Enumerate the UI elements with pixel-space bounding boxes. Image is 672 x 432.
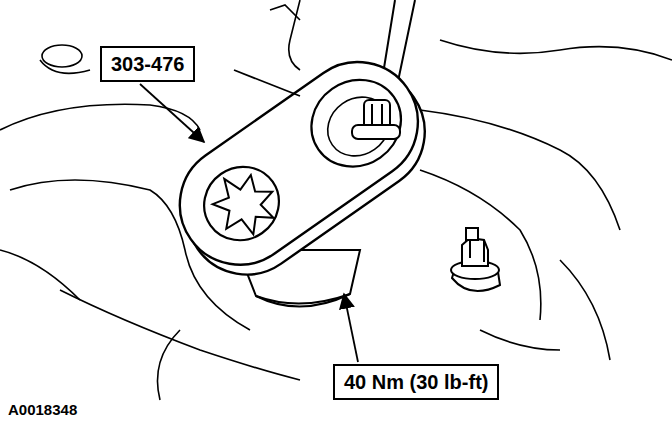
figure-number: A0018348 (6, 400, 79, 421)
sensor-connector (352, 100, 400, 139)
bolt (451, 228, 500, 291)
torque-spec: 40 Nm (30 lb-ft) (333, 364, 499, 400)
tool-plate (156, 39, 448, 299)
engine-background (0, 0, 672, 400)
tool-number: 303-476 (100, 46, 195, 82)
leader-lines (140, 70, 358, 362)
